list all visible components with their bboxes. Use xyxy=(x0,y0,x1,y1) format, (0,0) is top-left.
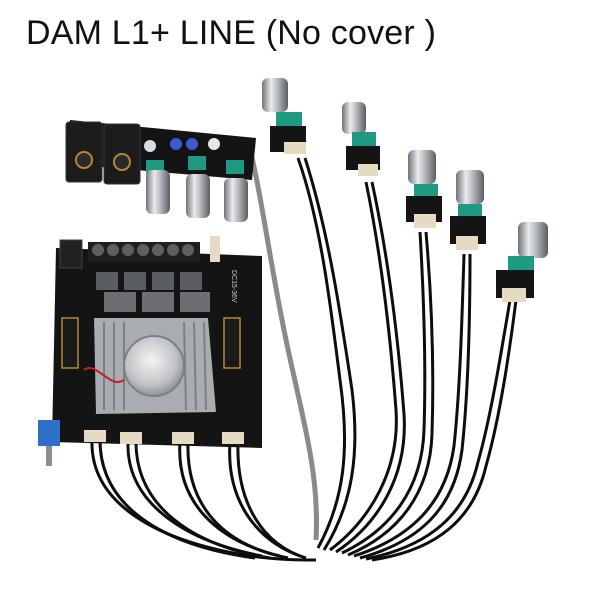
pot-module-5 xyxy=(496,222,548,302)
capacitor xyxy=(223,317,241,369)
pot-module-2 xyxy=(342,102,380,176)
toggle-switch xyxy=(38,420,60,446)
dc-jack xyxy=(59,239,83,269)
voltage-label: DC15-36V xyxy=(230,270,237,303)
heatsink xyxy=(94,318,216,414)
pot-module-1 xyxy=(262,78,306,154)
knob-shaft xyxy=(186,174,210,218)
screw-terminals xyxy=(88,242,200,262)
pot-module-3 xyxy=(406,150,442,228)
main-board: DC15-36V xyxy=(38,236,262,466)
caption-text: DAM L1+ LINE (No cover ) xyxy=(26,14,437,52)
fan-hub xyxy=(123,335,185,397)
pot-module-4 xyxy=(450,170,486,250)
pot-wires xyxy=(296,157,518,562)
red-wire xyxy=(83,367,125,383)
knob-shaft xyxy=(224,178,248,222)
board-wires xyxy=(90,439,317,562)
bottom-connectors xyxy=(84,430,244,444)
gray-cable xyxy=(249,157,319,541)
capacitor xyxy=(61,317,79,369)
preamp-board xyxy=(65,120,256,222)
knob-shaft xyxy=(146,170,170,214)
inductors xyxy=(96,272,210,312)
